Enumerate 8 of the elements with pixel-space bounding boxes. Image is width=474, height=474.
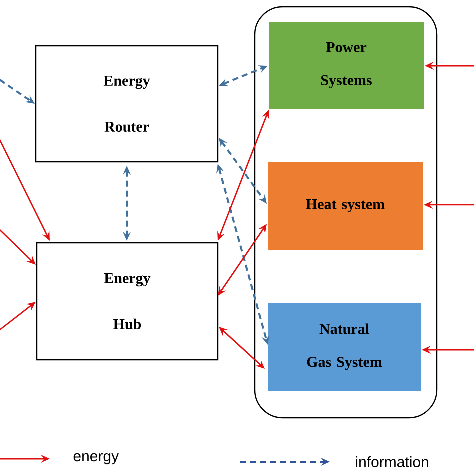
system-box: Natural Gas System [268,303,421,391]
system-box: Heat system [268,162,423,250]
system-box: Power Systems [269,22,424,109]
group-frame [254,6,438,419]
legend-label: energy [74,453,120,465]
component-box: Energy Router [35,45,219,163]
legend-label: information [356,456,428,468]
component-box: Energy Hub [36,242,219,361]
